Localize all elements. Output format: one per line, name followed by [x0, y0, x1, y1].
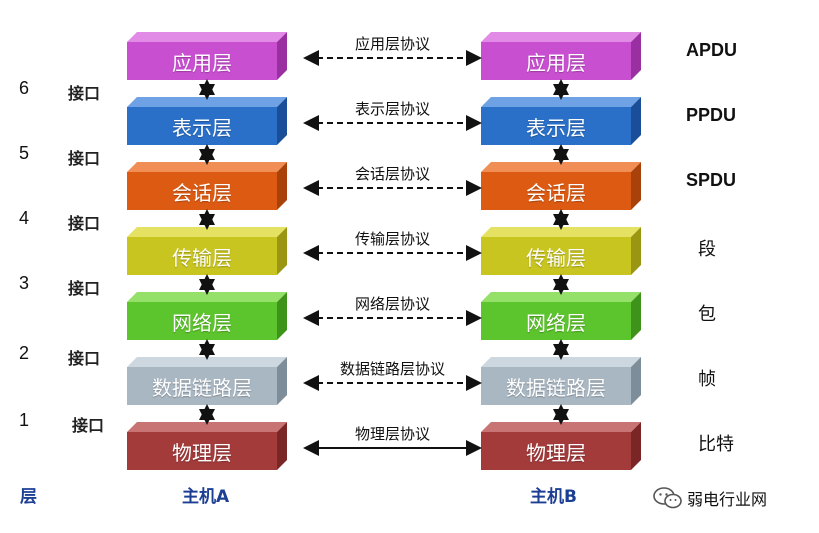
layer-box-top-face [127, 357, 287, 367]
watermark-text: 弱电行业网 [687, 490, 768, 509]
interface-number: 4 [18, 208, 29, 228]
layer-box-side-face [631, 227, 641, 275]
layer-box-top-face [127, 422, 287, 432]
layer-box-host-b: 网络层 [481, 292, 641, 340]
layer-box-host-b: 传输层 [481, 227, 641, 275]
protocol-label: 数据链路层协议 [339, 360, 445, 378]
pdu-label: 帧 [698, 369, 716, 390]
protocol-label: 传输层协议 [354, 230, 430, 248]
layer-box-top-face [481, 292, 641, 302]
interface-label: 接口 [68, 349, 101, 368]
layer-box-host-b: 应用层 [481, 32, 641, 80]
layer-box-host-a: 网络层 [127, 292, 287, 340]
pdu-label: 包 [698, 304, 716, 325]
interface-number: 1 [18, 410, 29, 430]
watermark: 弱电行业网 [653, 486, 767, 510]
layer-box-host-a: 应用层 [127, 32, 287, 80]
layer-box-side-face [631, 357, 641, 405]
interface-label: 接口 [68, 214, 101, 233]
layer-box-top-face [127, 97, 287, 107]
interface-label: 接口 [72, 416, 105, 435]
layer-box-side-face [277, 422, 287, 470]
pdu-label: PPDU [686, 105, 737, 125]
layer-box-host-a: 会话层 [127, 162, 287, 210]
protocol-label: 应用层协议 [354, 35, 430, 53]
layer-box-side-face [277, 97, 287, 145]
layer-box-side-face [277, 292, 287, 340]
layer-box-side-face [277, 357, 287, 405]
interface-number: 2 [18, 343, 29, 363]
layer-name: 物理层 [481, 432, 631, 470]
layer-name: 应用层 [481, 42, 631, 80]
layer-box-host-b: 物理层 [481, 422, 641, 470]
layer-box-top-face [481, 422, 641, 432]
layer-name: 会话层 [481, 172, 631, 210]
host-b-label: 主机B [530, 487, 577, 507]
layer-column-label: 层 [20, 487, 37, 507]
layer-box-side-face [631, 162, 641, 210]
layer-name: 网络层 [127, 302, 277, 340]
interface-number: 3 [18, 273, 29, 293]
wechat-icon [653, 487, 682, 509]
layer-box-host-b: 数据链路层 [481, 357, 641, 405]
pdu-label: 比特 [698, 434, 734, 455]
interface-number: 6 [18, 78, 29, 98]
layer-box-side-face [277, 32, 287, 80]
layer-name: 表示层 [127, 107, 277, 145]
layer-box-side-face [277, 162, 287, 210]
layer-box-side-face [631, 32, 641, 80]
interface-number: 5 [18, 143, 29, 163]
host-a-label: 主机A [182, 487, 230, 507]
pdu-label: 段 [698, 239, 716, 260]
protocol-label: 物理层协议 [354, 425, 430, 443]
pdu-label: SPDU [686, 170, 737, 190]
layer-name: 传输层 [481, 237, 631, 275]
layer-box-top-face [481, 162, 641, 172]
layer-box-host-a: 传输层 [127, 227, 287, 275]
interface-label: 接口 [68, 279, 101, 298]
layer-box-host-a: 数据链路层 [127, 357, 287, 405]
protocol-label: 表示层协议 [354, 100, 430, 118]
layer-box-host-b: 会话层 [481, 162, 641, 210]
layer-box-host-a: 物理层 [127, 422, 287, 470]
protocol-label: 网络层协议 [354, 295, 430, 313]
layer-name: 网络层 [481, 302, 631, 340]
layer-name: 物理层 [127, 432, 277, 470]
layer-box-top-face [481, 357, 641, 367]
layer-box-top-face [127, 32, 287, 42]
pdu-label: APDU [686, 40, 738, 60]
layer-box-top-face [127, 162, 287, 172]
layer-box-host-b: 表示层 [481, 97, 641, 145]
layer-name: 表示层 [481, 107, 631, 145]
layer-name: 数据链路层 [127, 367, 277, 405]
interface-label: 接口 [68, 149, 101, 168]
layer-box-side-face [631, 97, 641, 145]
layer-box-side-face [631, 292, 641, 340]
layer-box-side-face [277, 227, 287, 275]
layer-name: 数据链路层 [481, 367, 631, 405]
layer-box-top-face [481, 227, 641, 237]
layer-box-top-face [481, 32, 641, 42]
layer-box-top-face [127, 292, 287, 302]
layer-box-host-a: 表示层 [127, 97, 287, 145]
layer-name: 会话层 [127, 172, 277, 210]
interface-label: 接口 [68, 84, 101, 103]
layer-name: 传输层 [127, 237, 277, 275]
layer-box-top-face [127, 227, 287, 237]
protocol-label: 会话层协议 [354, 165, 430, 183]
layer-name: 应用层 [127, 42, 277, 80]
layer-box-side-face [631, 422, 641, 470]
layer-box-top-face [481, 97, 641, 107]
